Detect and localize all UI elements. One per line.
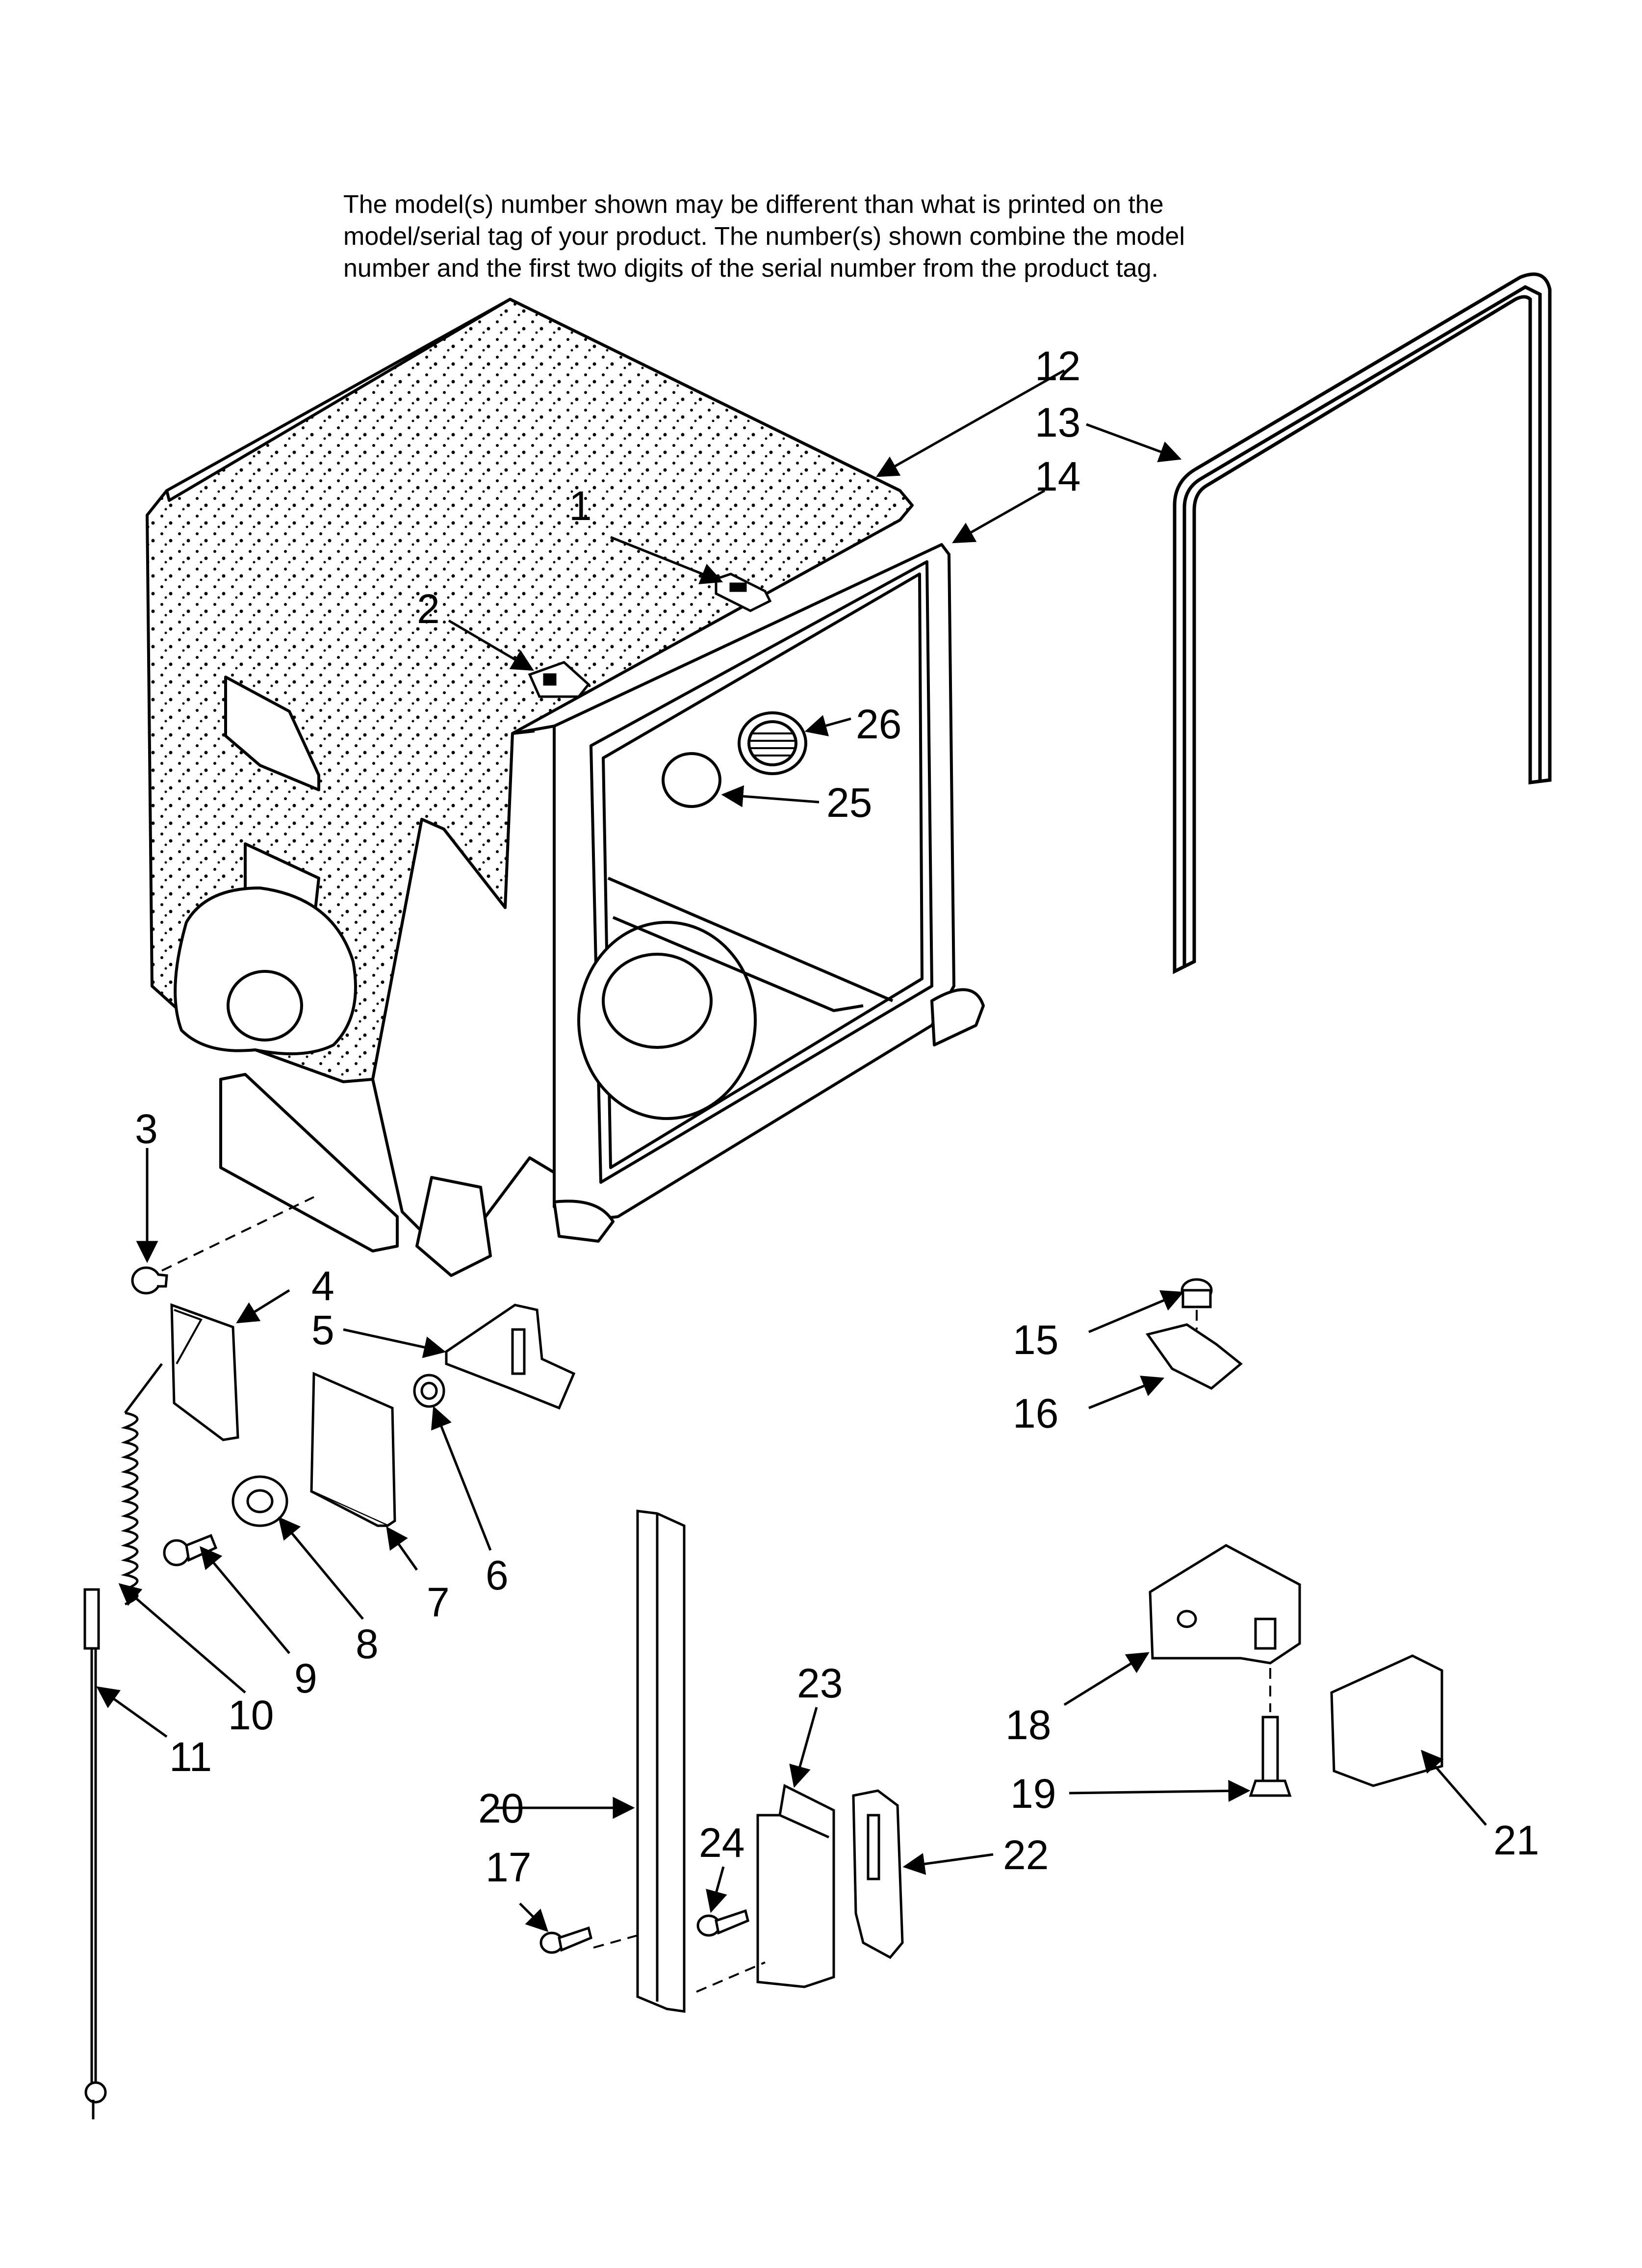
part-3-plug: [131, 1266, 168, 1295]
leader-arrows: [96, 369, 1487, 1932]
callout-12: 12: [1035, 343, 1080, 389]
callout-19: 19: [1010, 1771, 1056, 1817]
callout-7: 7: [427, 1579, 450, 1625]
callout-22: 22: [1003, 1832, 1049, 1878]
part-22-side-bracket: [852, 1789, 904, 1959]
notice-line-2: model/serial tag of your product. The nu…: [343, 222, 1185, 251]
callout-24: 24: [699, 1820, 744, 1866]
notice-line-1: The model(s) number shown may be differe…: [343, 190, 1164, 219]
part-10-spring: [121, 1363, 163, 1606]
part-23-block: [756, 1784, 835, 1988]
callout-13: 13: [1035, 399, 1080, 445]
callout-6: 6: [486, 1552, 509, 1598]
part-11-door-cable: [83, 1588, 107, 2119]
sump-cover: [577, 921, 757, 1120]
tub-assembly: [146, 298, 985, 1277]
part-21-channel: [1330, 1654, 1443, 1787]
callout-20: 20: [478, 1785, 524, 1831]
callout-11: 11: [169, 1734, 212, 1780]
part-7-plate: [310, 1372, 396, 1527]
part-20-side-rail: [636, 1510, 686, 2013]
part-15-leveling-leg: [1180, 1278, 1213, 1308]
callout-2: 2: [417, 586, 440, 632]
part-26-vent: [738, 711, 807, 775]
callout-16: 16: [1013, 1390, 1058, 1436]
part-8-pulley: [231, 1475, 288, 1527]
alignment-lines: [161, 1196, 1271, 1993]
callout-10: 10: [228, 1692, 274, 1738]
callout-labels: 1 2 3 4 5 6 7 8 9 10 11 12 13 14 15 16 1…: [135, 343, 1539, 1890]
callout-5: 5: [311, 1307, 334, 1353]
callout-1: 1: [569, 483, 592, 529]
callout-14: 14: [1035, 453, 1080, 499]
model-number-notice: The model(s) number shown may be differe…: [343, 189, 1349, 285]
part-1-bracket: [715, 573, 772, 612]
part-18-corner-bracket: [1149, 1544, 1301, 1665]
callout-9: 9: [294, 1655, 317, 1701]
callout-4: 4: [311, 1263, 334, 1309]
part-24-screw: [696, 1909, 749, 1937]
part-13-door-gasket: [1173, 272, 1552, 974]
part-9-bolt: [163, 1534, 218, 1566]
part-16-clip: [1145, 1323, 1243, 1390]
callout-21: 21: [1493, 1817, 1539, 1863]
callout-3: 3: [135, 1106, 158, 1152]
callout-26: 26: [856, 701, 901, 747]
part-25-ring: [662, 752, 721, 808]
part-19-leveling-screw: [1249, 1716, 1292, 1797]
callout-8: 8: [356, 1621, 379, 1667]
callout-23: 23: [797, 1660, 843, 1706]
callout-15: 15: [1013, 1317, 1058, 1363]
callout-18: 18: [1005, 1702, 1051, 1748]
part-6-nut: [413, 1374, 445, 1408]
part-5-bracket: [445, 1303, 576, 1410]
part-4-plate: [170, 1303, 239, 1441]
callout-25: 25: [826, 780, 872, 826]
part-17-screw: [539, 1926, 592, 1954]
part-2-clip: [528, 661, 590, 698]
callout-17: 17: [486, 1844, 531, 1890]
notice-line-3: number and the first two digits of the s…: [343, 254, 1158, 283]
